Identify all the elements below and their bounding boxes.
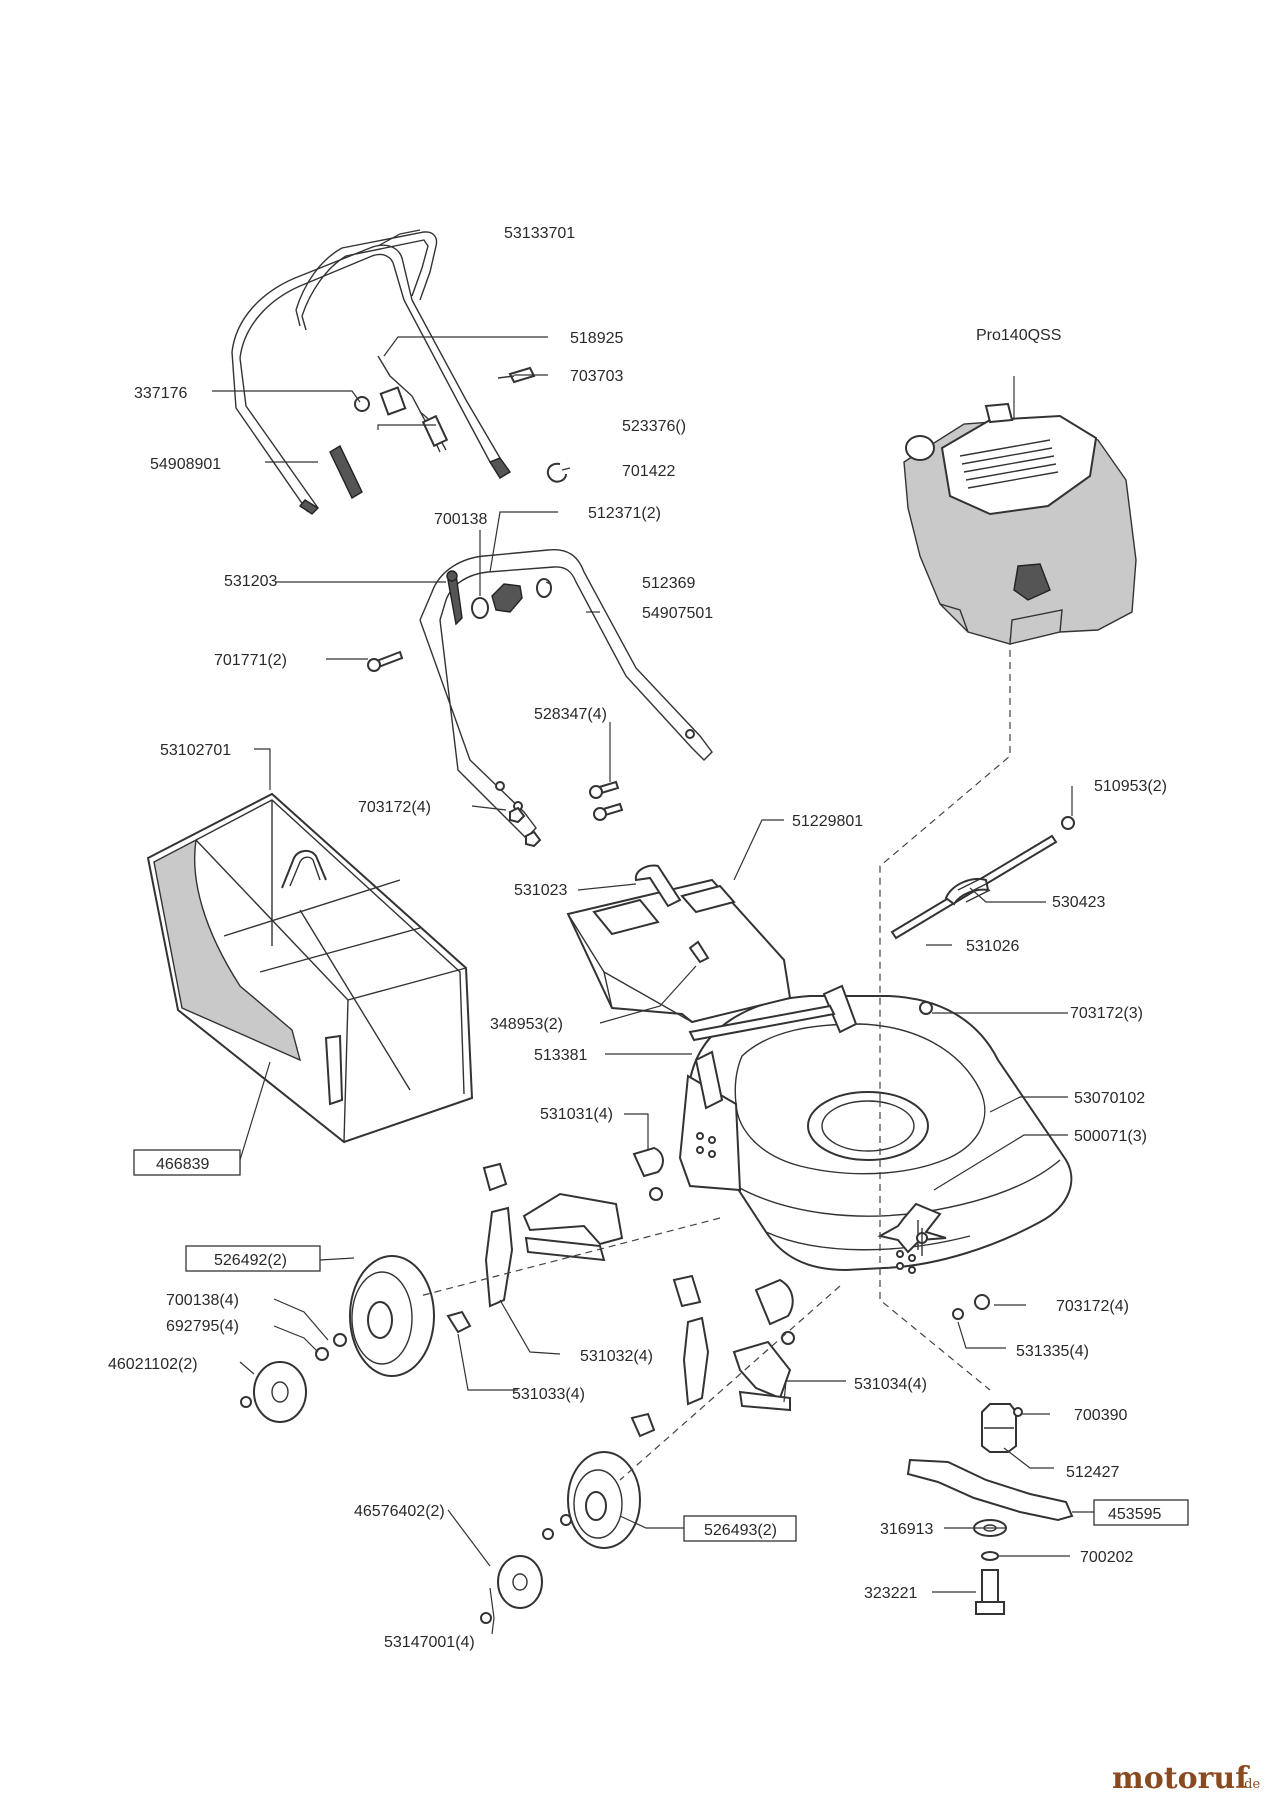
label-53147001: 53147001(4) xyxy=(384,1634,475,1651)
label-boxes xyxy=(133,1149,1189,1542)
label-518925: 518925 xyxy=(570,330,623,347)
label-51229801: 51229801 xyxy=(792,813,863,830)
label-526493: 526493(2) xyxy=(704,1522,777,1539)
label-54907501: 54907501 xyxy=(642,605,713,622)
label-531026: 531026 xyxy=(966,938,1019,955)
label-engine-model: Pro140QSS xyxy=(976,327,1061,344)
label-512427: 512427 xyxy=(1066,1464,1119,1481)
rear-height-adjuster xyxy=(630,1274,795,1438)
handle-fasteners xyxy=(367,570,624,848)
label-530423: 530423 xyxy=(1052,894,1105,911)
cable-and-clamp xyxy=(354,355,567,483)
label-54908901: 54908901 xyxy=(150,456,221,473)
label-531032: 531032(4) xyxy=(580,1348,653,1365)
label-510953: 510953(2) xyxy=(1094,778,1167,795)
label-531023: 531023 xyxy=(514,882,567,899)
label-316913: 316913 xyxy=(880,1521,933,1538)
deck-fasteners xyxy=(916,1228,990,1320)
label-531203: 531203 xyxy=(224,573,277,590)
label-531034: 531034(4) xyxy=(854,1376,927,1393)
label-323221: 323221 xyxy=(864,1585,917,1602)
rear-flap xyxy=(566,864,836,1042)
label-703703: 703703 xyxy=(570,368,623,385)
label-700138: 700138 xyxy=(434,511,487,528)
label-453595: 453595 xyxy=(1108,1506,1161,1523)
label-703172-3: 703172(3) xyxy=(1070,1005,1143,1022)
label-53133701: 53133701 xyxy=(504,225,575,242)
lower-handle-bar xyxy=(419,549,713,839)
blade-assembly xyxy=(906,1403,1074,1615)
upper-handle-bar xyxy=(231,231,512,515)
grass-catcher xyxy=(146,792,474,1144)
label-700390: 700390 xyxy=(1074,1407,1127,1424)
label-53070102: 53070102 xyxy=(1074,1090,1145,1107)
rear-wheel xyxy=(480,1451,641,1624)
label-528347: 528347(4) xyxy=(534,706,607,723)
label-700202: 700202 xyxy=(1080,1549,1133,1566)
label-531031: 531031(4) xyxy=(540,1106,613,1123)
label-703172-4b: 703172(4) xyxy=(1056,1298,1129,1315)
label-701422: 701422 xyxy=(622,463,675,480)
mower-deck xyxy=(678,984,1073,1274)
front-wheel xyxy=(240,1255,435,1423)
label-531335: 531335(4) xyxy=(1016,1343,1089,1360)
watermark-tld: .de xyxy=(1240,1777,1260,1792)
label-337176: 337176 xyxy=(134,385,187,402)
label-348953: 348953(2) xyxy=(490,1016,563,1033)
front-height-adjuster xyxy=(446,1146,664,1334)
label-466839: 466839 xyxy=(156,1156,209,1173)
label-526492: 526492(2) xyxy=(214,1252,287,1269)
label-512369: 512369 xyxy=(642,575,695,592)
label-46576402: 46576402(2) xyxy=(354,1503,445,1520)
label-500071: 500071(3) xyxy=(1074,1128,1147,1145)
watermark-brand: motoruf xyxy=(1112,1761,1250,1796)
label-531033: 531033(4) xyxy=(512,1386,585,1403)
watermark: motoruf .de xyxy=(1112,1761,1260,1796)
label-703172-4a: 703172(4) xyxy=(358,799,431,816)
label-46021102: 46021102(2) xyxy=(108,1356,198,1373)
part-labels: 53133701 518925 703703 337176 523376() 5… xyxy=(108,225,1167,1651)
label-700138-4: 700138(4) xyxy=(166,1292,239,1309)
rear-axle xyxy=(890,816,1075,1015)
label-523376: 523376() xyxy=(622,418,686,435)
assembly-lines xyxy=(419,638,1011,1481)
label-692795: 692795(4) xyxy=(166,1318,239,1335)
label-512371: 512371(2) xyxy=(588,505,661,522)
label-53102701: 53102701 xyxy=(160,742,231,759)
label-513381: 513381 xyxy=(534,1047,587,1064)
label-701771: 701771(2) xyxy=(214,652,287,669)
leader-lines xyxy=(212,229,1094,1635)
engine xyxy=(903,402,1137,645)
